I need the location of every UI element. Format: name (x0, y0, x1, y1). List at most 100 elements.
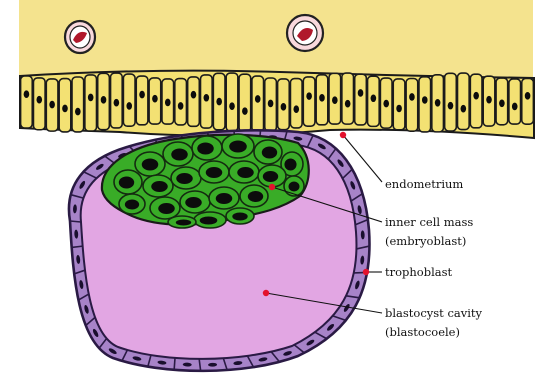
inner-cell-nucleus (176, 220, 191, 226)
epithelial-cell (355, 74, 367, 125)
pointer-dot-inner-cell-mass (269, 184, 275, 190)
inner-cell-nucleus (125, 200, 139, 210)
blood-vessel-right (287, 15, 323, 51)
epithelial-cell (21, 76, 33, 128)
label-blastocyst-cavity: blastocyst cavity (385, 306, 483, 320)
inner-cell-nucleus (176, 173, 193, 184)
epithelial-cell (342, 73, 354, 124)
epithelial-nucleus (409, 93, 415, 101)
epithelial-nucleus (204, 94, 210, 102)
pointer-dot-endometrium (340, 132, 346, 138)
epithelial-cell (290, 79, 302, 128)
epithelial-nucleus (242, 107, 248, 115)
epithelial-nucleus (525, 92, 531, 100)
inner-cell-nucleus (248, 191, 263, 202)
epithelial-nucleus (178, 102, 184, 110)
epithelial-cell (419, 77, 431, 132)
epithelial-nucleus (473, 92, 479, 100)
epithelial-nucleus (486, 96, 492, 104)
epithelial-cell (175, 79, 187, 125)
pointer-dot-trophoblast (363, 269, 369, 275)
epithelial-nucleus (191, 91, 197, 99)
epithelial-nucleus (435, 99, 441, 107)
epithelial-nucleus (332, 96, 338, 104)
inner-cell-nucleus (185, 197, 202, 208)
blastocyst (69, 130, 370, 370)
inner-cell-nucleus (263, 171, 278, 182)
epithelial-nucleus (229, 102, 235, 110)
epithelial-cell (509, 79, 521, 124)
inner-cell-nucleus (284, 159, 296, 171)
epithelial-cell (85, 75, 97, 131)
epithelial-cell (393, 79, 405, 130)
epithelial-cell (33, 78, 45, 130)
epithelial-nucleus (358, 89, 364, 97)
epithelial-nucleus (383, 100, 389, 108)
epithelial-nucleus (139, 91, 145, 99)
epithelial-cell (406, 79, 418, 132)
label-inner-cell-mass: inner cell mass (385, 215, 473, 229)
epithelial-nucleus (255, 95, 261, 103)
inner-cell-nucleus (237, 167, 254, 178)
trophoblast-cell-border (70, 221, 81, 222)
epithelial-cell (72, 77, 84, 132)
epithelial-nucleus (268, 100, 274, 108)
epithelial-nucleus (371, 94, 377, 102)
epithelial-nucleus (319, 94, 325, 102)
epithelial-cell (136, 76, 148, 125)
inner-cell-nucleus (262, 147, 277, 159)
epithelial-nucleus (281, 103, 287, 111)
epithelial-cell (458, 73, 470, 130)
blood-vessel-left (65, 21, 95, 53)
inner-cell-nucleus (206, 167, 223, 178)
inner-cell-nucleus (158, 203, 175, 214)
inner-cell-nucleus (197, 143, 214, 155)
epithelial-nucleus (345, 100, 351, 108)
endometrium (19, 0, 534, 138)
epithelial-nucleus (293, 105, 299, 113)
label-trophoblast: trophoblast (385, 265, 453, 279)
epithelial-nucleus (101, 96, 107, 104)
label-embryoblast: (embryoblast) (385, 234, 466, 248)
epithelial-nucleus (36, 96, 42, 104)
inner-cell-nucleus (151, 181, 168, 192)
endometrial-epithelium (20, 71, 534, 138)
inner-cell-nucleus (289, 182, 300, 192)
inner-cell-nucleus (171, 149, 188, 161)
epithelial-cell (123, 74, 135, 126)
label-endometrium: endometrium (385, 177, 463, 191)
epithelial-nucleus (75, 108, 81, 116)
epithelial-cell (470, 74, 482, 128)
epithelial-cell (188, 77, 200, 126)
epithelial-nucleus (24, 90, 30, 98)
epithelial-nucleus (396, 105, 402, 113)
inner-cell-nucleus (142, 159, 159, 171)
epithelial-cell (226, 73, 238, 131)
epithelial-cell (252, 76, 264, 132)
epithelial-nucleus (114, 99, 120, 107)
epithelial-nucleus (306, 92, 312, 100)
pointer-dot-blastocyst-cavity (263, 290, 269, 296)
epithelial-nucleus (461, 105, 467, 113)
epithelial-nucleus (448, 102, 454, 110)
epithelial-nucleus (62, 105, 68, 113)
inner-cell-nucleus (200, 217, 218, 225)
epithelial-cell (303, 77, 315, 126)
epithelial-nucleus (152, 95, 158, 103)
epithelial-nucleus (216, 98, 222, 106)
epithelial-nucleus (512, 103, 518, 111)
epithelial-nucleus (499, 99, 505, 107)
epithelial-nucleus (422, 96, 428, 104)
epithelial-nucleus (49, 101, 55, 109)
epithelial-nucleus (165, 99, 171, 107)
inner-cell-nucleus (232, 213, 247, 221)
epithelial-cell (522, 78, 534, 124)
trophoblast-cell-border (174, 358, 175, 370)
epithelial-nucleus (126, 102, 132, 110)
inner-cell-nucleus (216, 193, 233, 204)
inner-cell-nucleus (119, 177, 134, 189)
epithelial-nucleus (88, 94, 94, 102)
inner-cell-nucleus (229, 141, 247, 153)
epithelial-cell (239, 74, 251, 132)
